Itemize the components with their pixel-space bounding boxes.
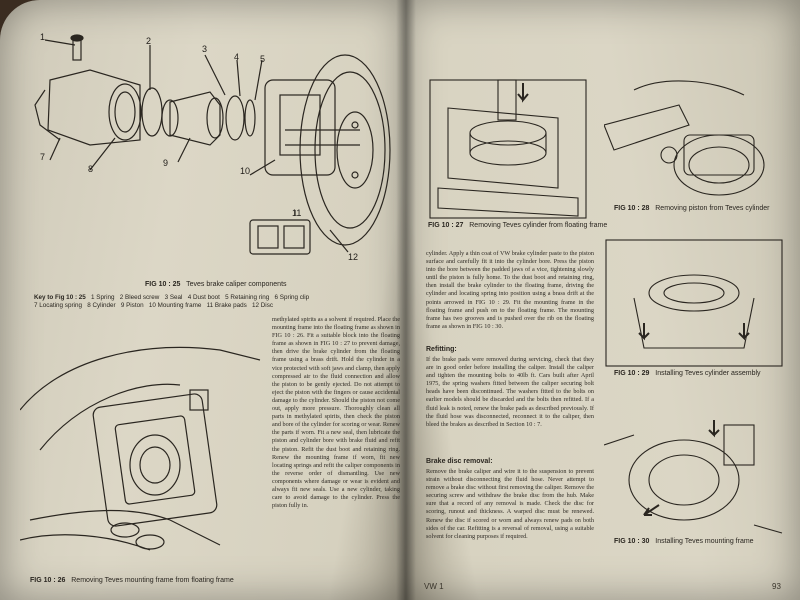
fig-key: Key to Fig 10 : 25 1 Spring 2 Bleed scre… <box>34 294 309 310</box>
heading-brake-disc: Brake disc removal: <box>426 458 493 465</box>
right-body-text-1: cylinder. Apply a thin coat of VW brake … <box>426 250 594 342</box>
paragraph: methylated spirits as a solvent if requi… <box>272 316 400 510</box>
fig-title: Installing Teves mounting frame <box>655 538 754 545</box>
paragraph: Remove the brake caliper and wire it to … <box>426 468 594 540</box>
caliper-exploded-drawing <box>34 34 391 255</box>
fig-title: Removing Teves mounting frame from float… <box>71 577 234 584</box>
key-item: 2 Bleed screw <box>119 294 160 301</box>
key-item: 12 Disc <box>252 302 273 309</box>
part-number-2: 2 <box>146 36 152 46</box>
heading-refitting: Refitting: <box>426 346 457 353</box>
key-item: 6 Spring clip <box>274 294 310 301</box>
fig-title: Teves brake caliper components <box>186 281 287 288</box>
fig-10-28-illustration <box>604 75 789 205</box>
key-item: 5 Retaining ring <box>225 294 270 301</box>
part-number-9: 9 <box>163 158 169 168</box>
mounting-frame-install-drawing <box>604 420 783 534</box>
paragraph: cylinder. Apply a thin coat of VW brake … <box>426 250 594 330</box>
part-number-10: 10 <box>240 166 251 176</box>
key-item: 7 Locating spring <box>34 302 82 309</box>
fig-label: FIG 10 : 26 <box>30 577 66 584</box>
piston-removal-drawing <box>604 80 765 196</box>
page-number: 93 <box>772 582 781 591</box>
fig-10-29-illustration <box>604 238 784 368</box>
fig-label: FIG 10 : 25 <box>145 281 181 288</box>
key-item: 11 Brake pads <box>206 302 247 309</box>
fig-title: Removing piston from Teves cylinder <box>655 205 770 212</box>
cylinder-install-drawing <box>605 239 783 367</box>
fig-title: Installing Teves cylinder assembly <box>655 370 761 377</box>
fig-label: FIG 10 : 30 <box>614 538 650 545</box>
fig-10-25-illustration <box>30 30 410 260</box>
fig-10-26-illustration <box>20 330 270 570</box>
key-item: 1 Spring <box>91 294 115 301</box>
part-number-12: 12 <box>348 252 359 262</box>
paragraph: If the brake pads were removed during se… <box>426 356 594 428</box>
part-number-1: 1 <box>40 32 46 42</box>
fig-10-27-caption: FIG 10 : 27 Removing Teves cylinder from… <box>428 222 607 229</box>
key-item: 4 Dust boot <box>187 294 220 301</box>
part-number-7: 7 <box>40 152 46 162</box>
mounting-frame-removal-drawing <box>20 346 261 551</box>
fig-label: FIG 10 : 27 <box>428 222 464 229</box>
part-number-11: 11 <box>292 208 302 218</box>
fig-label: FIG 10 : 28 <box>614 205 650 212</box>
left-body-text: methylated spirits as a solvent if requi… <box>272 316 400 566</box>
right-page: FIG 10 : 27 Removing Teves cylinder from… <box>404 0 800 600</box>
fig-10-29-caption: FIG 10 : 29 Installing Teves cylinder as… <box>614 370 761 377</box>
book-gutter <box>396 0 416 600</box>
part-number-8: 8 <box>88 164 94 174</box>
part-number-3: 3 <box>202 44 208 54</box>
part-number-5: 5 <box>260 54 266 64</box>
fig-10-30-illustration <box>604 405 784 535</box>
fig-10-25-caption: FIG 10 : 25 Teves brake caliper componen… <box>145 281 287 288</box>
part-number-4: 4 <box>234 52 240 62</box>
key-item: 3 Seal <box>164 294 183 301</box>
key-item: 9 Piston <box>120 302 144 309</box>
fig-title: Removing Teves cylinder from floating fr… <box>469 222 608 229</box>
fig-10-30-caption: FIG 10 : 30 Installing Teves mounting fr… <box>614 538 754 545</box>
key-title: Key to Fig 10 : 25 <box>34 294 86 301</box>
fig-label: FIG 10 : 29 <box>614 370 650 377</box>
left-page: 1 2 3 4 5 7 8 9 10 11 12 FIG 10 : 25 Tev… <box>0 0 404 600</box>
cylinder-removal-drawing <box>429 79 587 219</box>
key-item: 8 Cylinder <box>87 302 116 309</box>
fig-10-27-illustration <box>428 78 588 220</box>
key-item: 10 Mounting frame <box>148 302 202 309</box>
fig-10-26-caption: FIG 10 : 26 Removing Teves mounting fram… <box>30 577 234 584</box>
footer-left: VW 1 <box>424 582 444 591</box>
right-body-text-2: If the brake pads were removed during se… <box>426 356 594 452</box>
fig-10-28-caption: FIG 10 : 28 Removing piston from Teves c… <box>614 205 770 212</box>
right-body-text-3: Remove the brake caliper and wire it to … <box>426 468 594 560</box>
